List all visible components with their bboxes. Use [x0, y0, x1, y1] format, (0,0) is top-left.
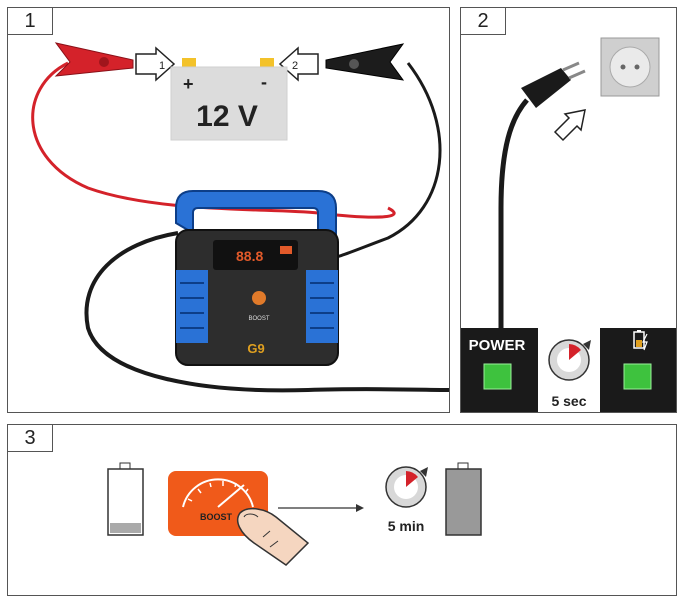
- red-clamp: [54, 42, 134, 77]
- charge-led: [623, 363, 652, 390]
- panel-1-number: 1: [8, 8, 53, 35]
- panel-1-illustration: 1 2 + - 12 V: [31, 42, 449, 393]
- timer-icon-2: [385, 466, 428, 508]
- timer-label: 5 sec: [551, 393, 586, 409]
- mains-plug: [521, 61, 586, 108]
- mains-cable-2: [498, 98, 529, 328]
- full-battery-icon: [445, 462, 482, 536]
- arrow-2-label: 2: [292, 60, 298, 72]
- panel-2: 2 POWER 5 sec: [460, 7, 677, 413]
- panel-3: 3 BOOST: [7, 424, 677, 596]
- black-cable: [327, 62, 442, 260]
- battery-voltage: 12 V: [196, 100, 258, 133]
- arrow-2: 2: [278, 46, 319, 82]
- finger-icon: [236, 507, 310, 566]
- push-arrow: [553, 109, 586, 142]
- empty-battery-icon: [107, 462, 144, 536]
- charger-logo: G9: [247, 341, 264, 356]
- panel-2-illustration: POWER 5 sec: [461, 37, 676, 412]
- timer-icon: [548, 339, 591, 381]
- battery-charge-icon: [633, 330, 648, 351]
- panel-3-number: 3: [8, 425, 53, 452]
- battery: + - 12 V: [170, 58, 288, 141]
- boost-label: BOOST: [200, 512, 233, 522]
- panel-1: 1 1 2 +: [7, 7, 450, 413]
- arrow-1: 1: [135, 46, 176, 82]
- wall-socket: [600, 37, 660, 97]
- boost-wait-label: 5 min: [388, 518, 425, 534]
- black-clamp: [325, 43, 405, 81]
- power-led: [483, 363, 512, 390]
- charger: 88.8 BOOST G9: [175, 190, 339, 366]
- battery-minus: -: [261, 72, 267, 92]
- panel-2-number: 2: [461, 8, 506, 35]
- mains-cable: [84, 231, 449, 393]
- power-label: POWER: [469, 337, 526, 354]
- panel-3-illustration: BOOST 5 min: [107, 462, 482, 566]
- battery-plus: +: [183, 74, 194, 94]
- charger-button-label: BOOST: [248, 316, 269, 322]
- svg-text:88.8: 88.8: [236, 248, 263, 264]
- progress-arrow: [278, 504, 364, 512]
- arrow-1-label: 1: [159, 60, 165, 72]
